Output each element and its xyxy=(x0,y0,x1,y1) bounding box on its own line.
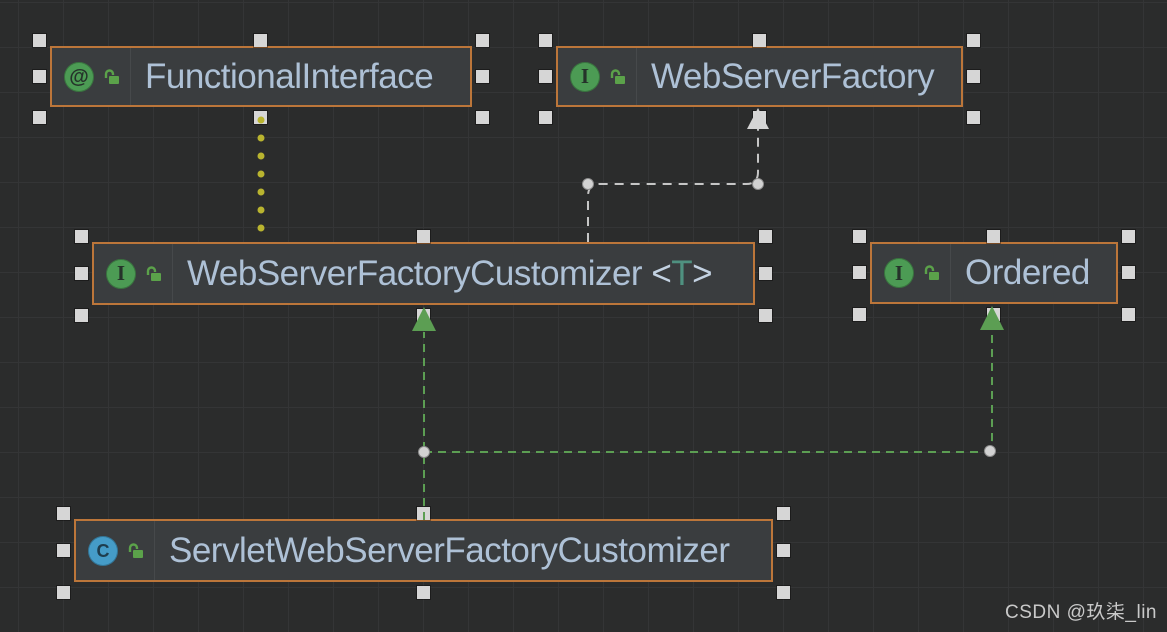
uml-node-functional-interface[interactable]: @ FunctionalInterface xyxy=(33,34,489,124)
selection-handle-e[interactable] xyxy=(777,543,790,557)
edge-waypoint[interactable] xyxy=(418,446,430,458)
selection-handle-se[interactable] xyxy=(759,309,772,322)
node-divider xyxy=(636,48,637,105)
node-label: WebServerFactory xyxy=(651,56,935,96)
edge-dependency-customizer-to-webserverfactory[interactable] xyxy=(582,108,770,242)
node-label: WebServerFactoryCustomizer xyxy=(187,253,643,293)
node-label: ServletWebServerFactoryCustomizer xyxy=(169,530,730,570)
selection-handle-sw[interactable] xyxy=(853,308,866,321)
interface-type-icon: I xyxy=(106,258,136,289)
class-type-icon: C xyxy=(88,535,118,566)
selection-handle-ne[interactable] xyxy=(777,507,790,520)
edge-implements-servlet-to-customizer[interactable] xyxy=(412,307,436,520)
selection-handle-sw[interactable] xyxy=(57,586,70,599)
interface-type-icon: I xyxy=(884,258,914,288)
selection-handle-s[interactable] xyxy=(987,308,1000,321)
selection-handle-sw[interactable] xyxy=(539,111,552,124)
selection-handle-ne[interactable] xyxy=(476,34,489,47)
selection-handle-nw[interactable] xyxy=(853,230,866,243)
selection-handle-s[interactable] xyxy=(416,586,430,599)
selection-handle-sw[interactable] xyxy=(75,309,88,322)
selection-handle-s[interactable] xyxy=(416,309,430,322)
edge-waypoint[interactable] xyxy=(752,178,764,190)
interface-type-icon: I xyxy=(570,61,600,92)
selection-handle-ne[interactable] xyxy=(1122,230,1135,243)
uml-node-ordered[interactable]: I Ordered xyxy=(853,230,1135,321)
selection-handle-w[interactable] xyxy=(75,266,88,280)
uml-node-web-server-factory-customizer[interactable]: I WebServerFactoryCustomizer <T> xyxy=(75,230,772,322)
uml-node-servlet-web-server-factory-customizer[interactable]: C ServletWebServerFactoryCustomizer xyxy=(57,507,790,599)
node-divider xyxy=(130,48,131,105)
selection-handle-e[interactable] xyxy=(1122,266,1135,279)
selection-handle-nw[interactable] xyxy=(57,507,70,520)
node-divider xyxy=(172,244,173,303)
selection-handle-w[interactable] xyxy=(33,69,46,83)
selection-handle-w[interactable] xyxy=(539,69,552,83)
csdn-watermark: CSDN @玖柒_lin xyxy=(1005,602,1157,623)
selection-handle-nw[interactable] xyxy=(33,34,46,47)
selection-handle-se[interactable] xyxy=(967,111,980,124)
type-parameter: T xyxy=(671,253,693,293)
selection-handle-w[interactable] xyxy=(853,266,866,279)
selection-handle-e[interactable] xyxy=(759,266,772,280)
selection-handle-s[interactable] xyxy=(752,111,766,124)
unlocked-icon xyxy=(144,264,164,284)
selection-handle-w[interactable] xyxy=(57,543,70,557)
selection-handle-n[interactable] xyxy=(416,507,430,520)
generic-open-bracket: < xyxy=(642,253,672,293)
selection-handle-n[interactable] xyxy=(416,230,430,243)
uml-node-web-server-factory[interactable]: I WebServerFactory xyxy=(539,34,980,124)
selection-handle-n[interactable] xyxy=(987,230,1000,243)
edge-implements-servlet-to-ordered[interactable] xyxy=(418,306,1005,458)
selection-handle-ne[interactable] xyxy=(967,34,980,47)
selection-handle-se[interactable] xyxy=(1122,308,1135,321)
selection-handle-e[interactable] xyxy=(967,69,980,83)
edge-waypoint[interactable] xyxy=(582,178,594,190)
selection-handle-se[interactable] xyxy=(777,586,790,599)
selection-handle-s[interactable] xyxy=(254,111,267,124)
selection-handle-sw[interactable] xyxy=(33,111,46,124)
annotation-type-icon: @ xyxy=(64,61,94,92)
selection-handle-n[interactable] xyxy=(752,34,766,47)
edge-annotation-functionalinterface[interactable] xyxy=(257,116,265,232)
node-divider xyxy=(950,244,951,302)
selection-handle-e[interactable] xyxy=(476,69,489,83)
selection-handle-n[interactable] xyxy=(254,34,267,47)
selection-handle-nw[interactable] xyxy=(75,230,88,243)
selection-handle-ne[interactable] xyxy=(759,230,772,243)
node-label: Ordered xyxy=(965,253,1090,292)
node-divider xyxy=(154,521,155,580)
selection-handle-se[interactable] xyxy=(476,111,489,124)
selection-handle-nw[interactable] xyxy=(539,34,552,47)
unlocked-icon xyxy=(608,67,628,87)
node-label: FunctionalInterface xyxy=(145,56,434,96)
unlocked-icon xyxy=(922,263,942,283)
unlocked-icon xyxy=(126,541,146,561)
unlocked-icon xyxy=(102,67,122,87)
edge-waypoint[interactable] xyxy=(984,445,996,457)
generic-close-bracket: > xyxy=(692,253,713,293)
